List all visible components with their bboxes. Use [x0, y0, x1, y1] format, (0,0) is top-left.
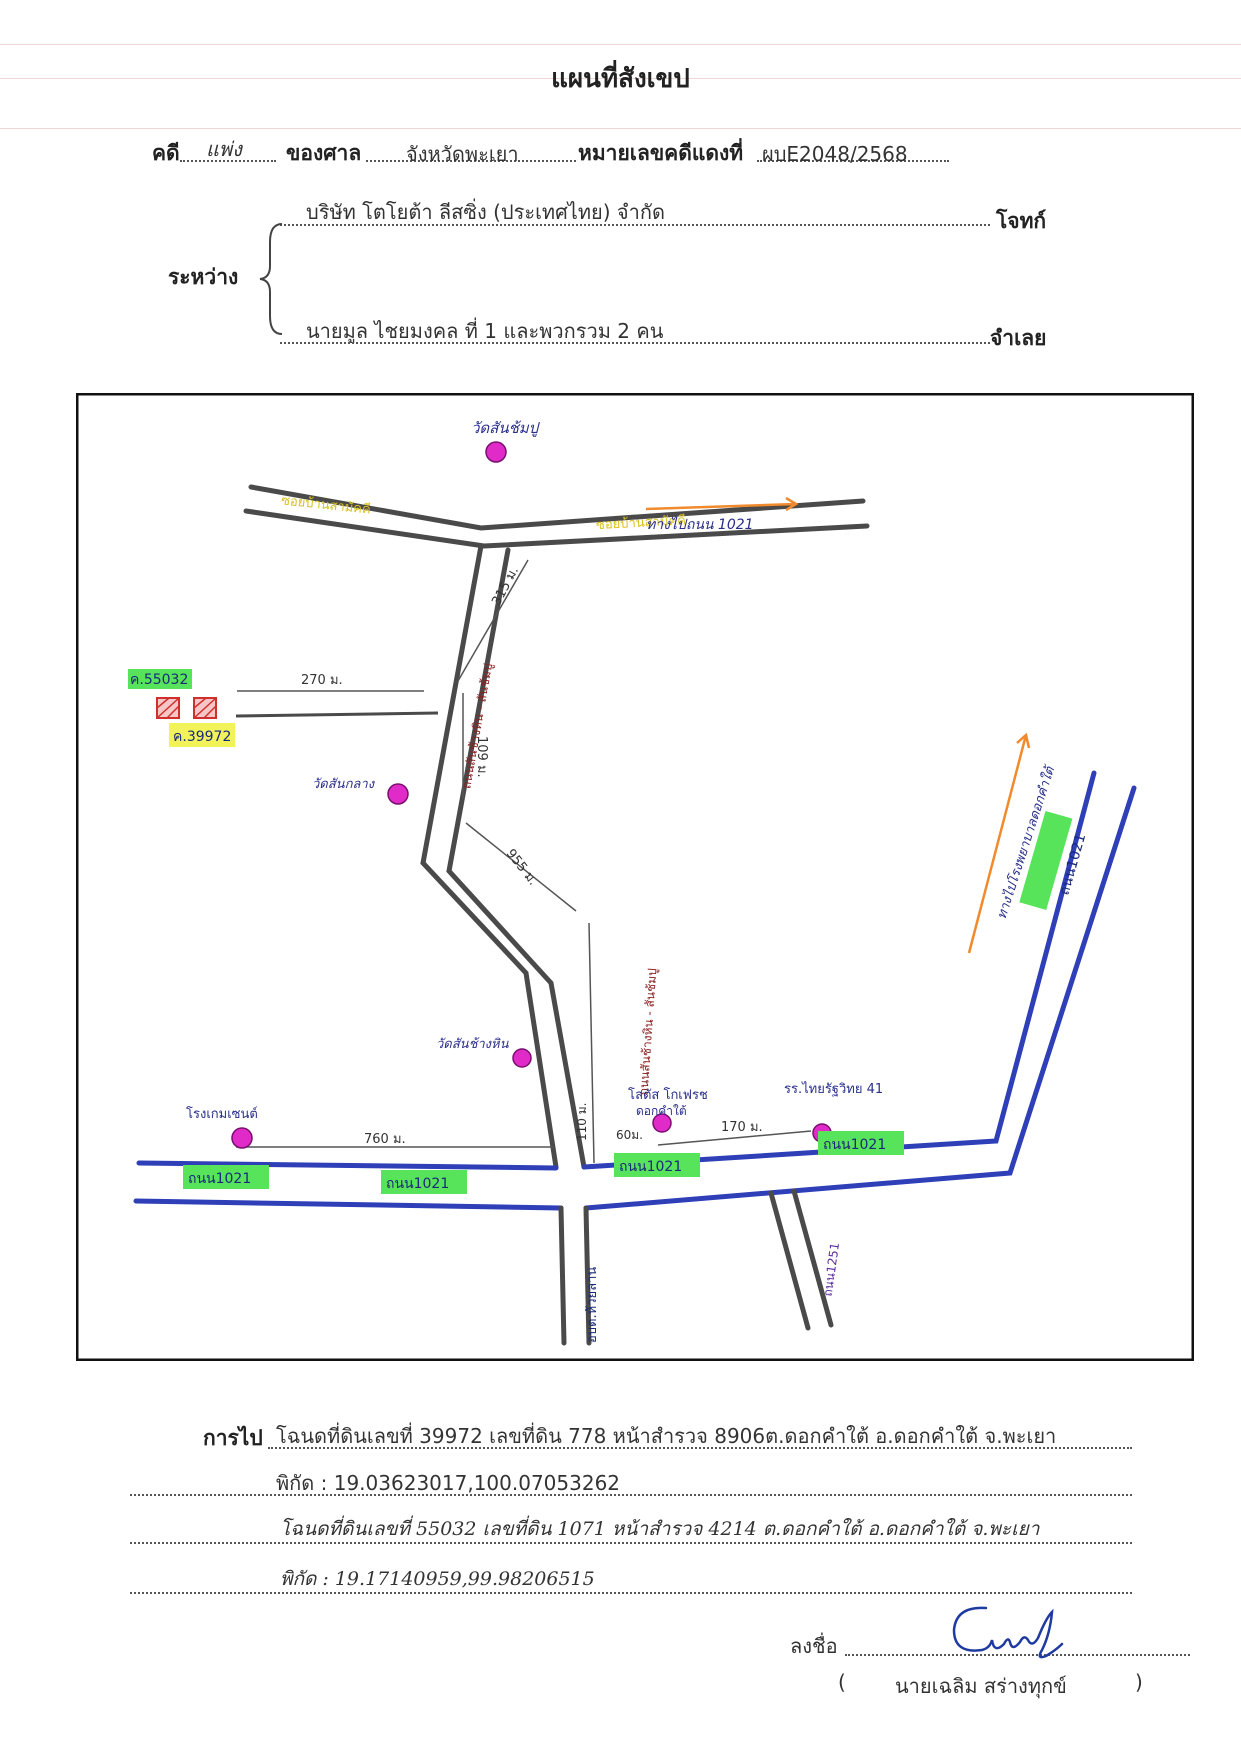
directions-label: การไป	[203, 1426, 263, 1450]
map-frame	[76, 393, 1194, 1361]
directions-line-2: พิกัด : 19.03623017,100.07053262	[276, 1471, 621, 1495]
between-label: ระหว่าง	[168, 265, 239, 289]
dist-270-label: 270 ม.	[301, 673, 343, 688]
parcel-1-label: ค.55032	[130, 672, 188, 688]
temple-icon	[485, 441, 507, 463]
temple-2-label: วัดสันกลาง	[312, 777, 376, 792]
main-gray-road	[420, 543, 587, 1170]
paren-close: )	[1135, 1670, 1143, 1694]
dots-2	[130, 1494, 1132, 1496]
school-label: รร.ไทยรัฐวิทย 41	[784, 1081, 883, 1097]
parcel-markers	[156, 697, 217, 719]
road-1021-label-b: ถนน1021	[386, 1176, 449, 1192]
lotus-label-2: ดอกคำใต้	[636, 1104, 687, 1118]
orange-arrow-icon	[645, 496, 1031, 954]
temple-icon	[387, 783, 409, 805]
dist-60-label: 60ม.	[616, 1128, 643, 1142]
lotus-label: โลตัส โกเฟรช	[628, 1087, 708, 1103]
plaintiff-label: โจทก์	[996, 209, 1047, 233]
sketch-map: วัดสันช้มปู ซอยบ้านสามัคคี ซอยบ้านสามัคค…	[76, 393, 1194, 1361]
temple-icon	[512, 1048, 532, 1068]
defendant-name: นายมูล ไชยมงคล ที่ 1 และพวกรวม 2 คน	[306, 319, 664, 343]
direction-1021-label: ทางไปถนน 1021	[646, 516, 754, 533]
brace-icon	[259, 223, 283, 335]
blue-road-1021	[133, 770, 1137, 1211]
page-title: แผนที่สังเขป	[551, 64, 690, 94]
sign-dots	[845, 1654, 1190, 1656]
directions-line-1: โฉนดที่ดินเลขที่ 39972 เลขที่ดิน 778 หน้…	[276, 1424, 1057, 1448]
temple-1-label: วัดสันช้มปู	[471, 419, 541, 437]
plaintiff-dots	[280, 224, 990, 226]
highlights	[128, 669, 1073, 1194]
defendant-dots	[280, 342, 990, 344]
road-1021-label-a: ถนน1021	[188, 1171, 251, 1187]
road-1021-label-d: ถนน1021	[823, 1137, 886, 1153]
sign-label: ลงชื่อ	[790, 1634, 838, 1658]
road-1021-label-c: ถนน1021	[619, 1159, 682, 1175]
lotus-icon	[652, 1113, 672, 1133]
defendant-label: จำเลย	[990, 326, 1047, 350]
side-road	[235, 711, 439, 718]
signature-icon	[952, 1606, 1064, 1659]
hospital-label: โรงเกมเซนต์	[186, 1106, 258, 1122]
bottom-gray-roads	[558, 1188, 834, 1346]
top-road	[243, 484, 870, 549]
red-case-dots	[757, 160, 949, 162]
dots-4	[130, 1592, 1132, 1594]
red-case-label: หมายเลขคดีแดงที่	[578, 141, 744, 165]
dist-110-label: 110 ม.	[575, 1103, 589, 1141]
paren-open: (	[838, 1670, 846, 1694]
road-top-right-label: ซอยบ้านสามัคคี	[596, 512, 687, 533]
dots-1	[268, 1447, 1132, 1449]
measure-lines	[236, 559, 812, 1164]
road-bottom-left-label: อบต.ห้วยลาน	[585, 1267, 600, 1343]
court-label: ของศาล	[286, 141, 362, 165]
temple-3-label: วัดสันช้างหิน	[436, 1037, 510, 1052]
dist-109-label: 109 ม.	[474, 736, 489, 778]
signer-name: นายเฉลิม สร่างทุกข์	[895, 1674, 1067, 1698]
case-label: คดี	[152, 141, 180, 165]
dist-760-label: 760 ม.	[364, 1132, 406, 1147]
court-dots	[366, 160, 576, 162]
directions-line-3: โฉนดที่ดินเลขที่ 55032 เลขที่ดิน 1071 หน…	[280, 1518, 1040, 1540]
directions-line-4: พิกัด : 19.17140959,99.98206515	[280, 1568, 595, 1590]
court-name: จังหวัดพะเยา	[406, 142, 519, 166]
case-type: แพ่ง	[206, 137, 242, 161]
hospital-icon	[231, 1127, 253, 1149]
dots-3	[130, 1542, 1132, 1544]
red-case-number: ผบE2048/2568	[762, 142, 908, 166]
plaintiff-name: บริษัท โตโยต้า ลีสซิ่ง (ประเทศไทย) จำกัด	[306, 200, 665, 224]
dist-170-label: 170 ม.	[721, 1120, 763, 1135]
parcel-2-label: ค.39972	[173, 729, 231, 745]
case-type-dots	[180, 160, 276, 162]
